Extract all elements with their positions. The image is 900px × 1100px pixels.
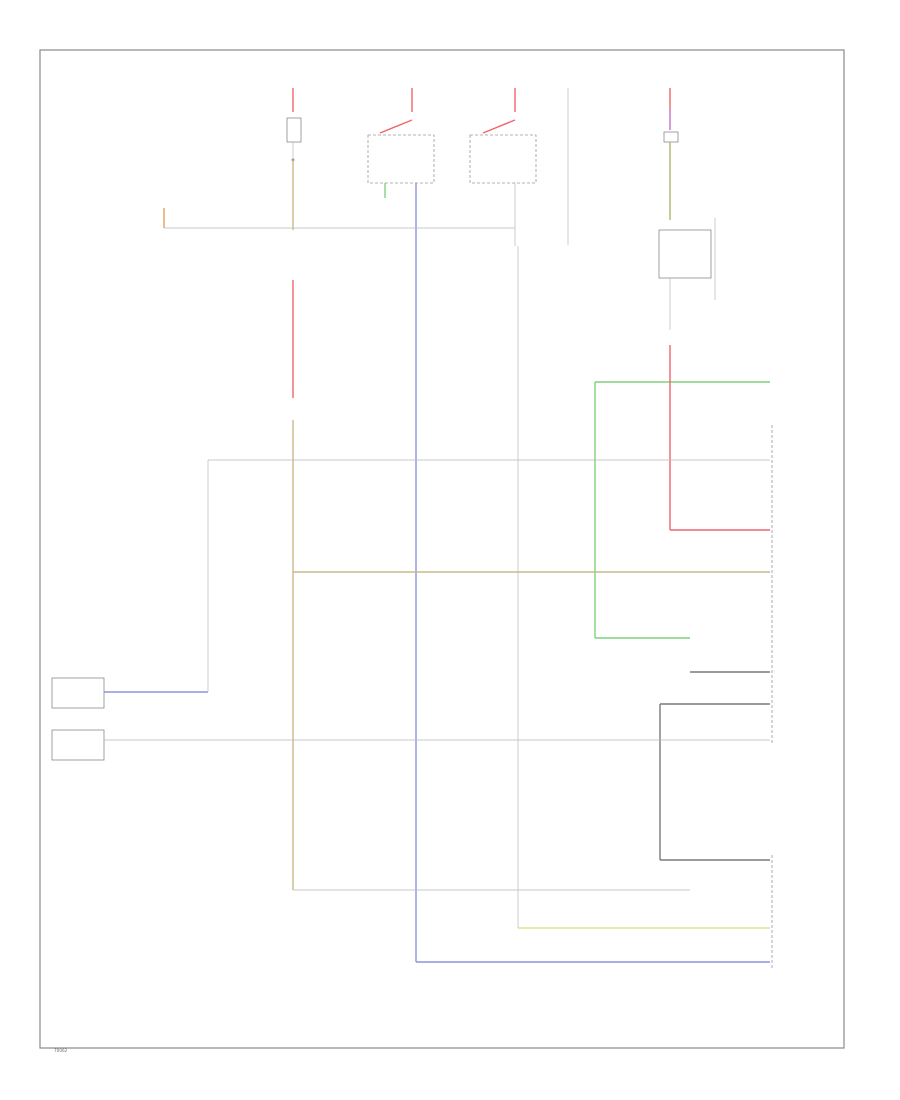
fuse-block-1 xyxy=(286,88,302,230)
relay-block-2 xyxy=(367,88,435,230)
top-left-connectors xyxy=(163,208,515,229)
left-module xyxy=(51,459,770,761)
footer-code: 70062 xyxy=(54,1048,68,1053)
relay-block-3 xyxy=(469,88,569,246)
wire-gray-loop xyxy=(659,671,770,861)
diagram-frame xyxy=(39,49,845,1049)
fuse-block-4 xyxy=(658,88,716,330)
wire-red-right xyxy=(669,345,770,531)
wire-green-loop xyxy=(594,381,770,639)
